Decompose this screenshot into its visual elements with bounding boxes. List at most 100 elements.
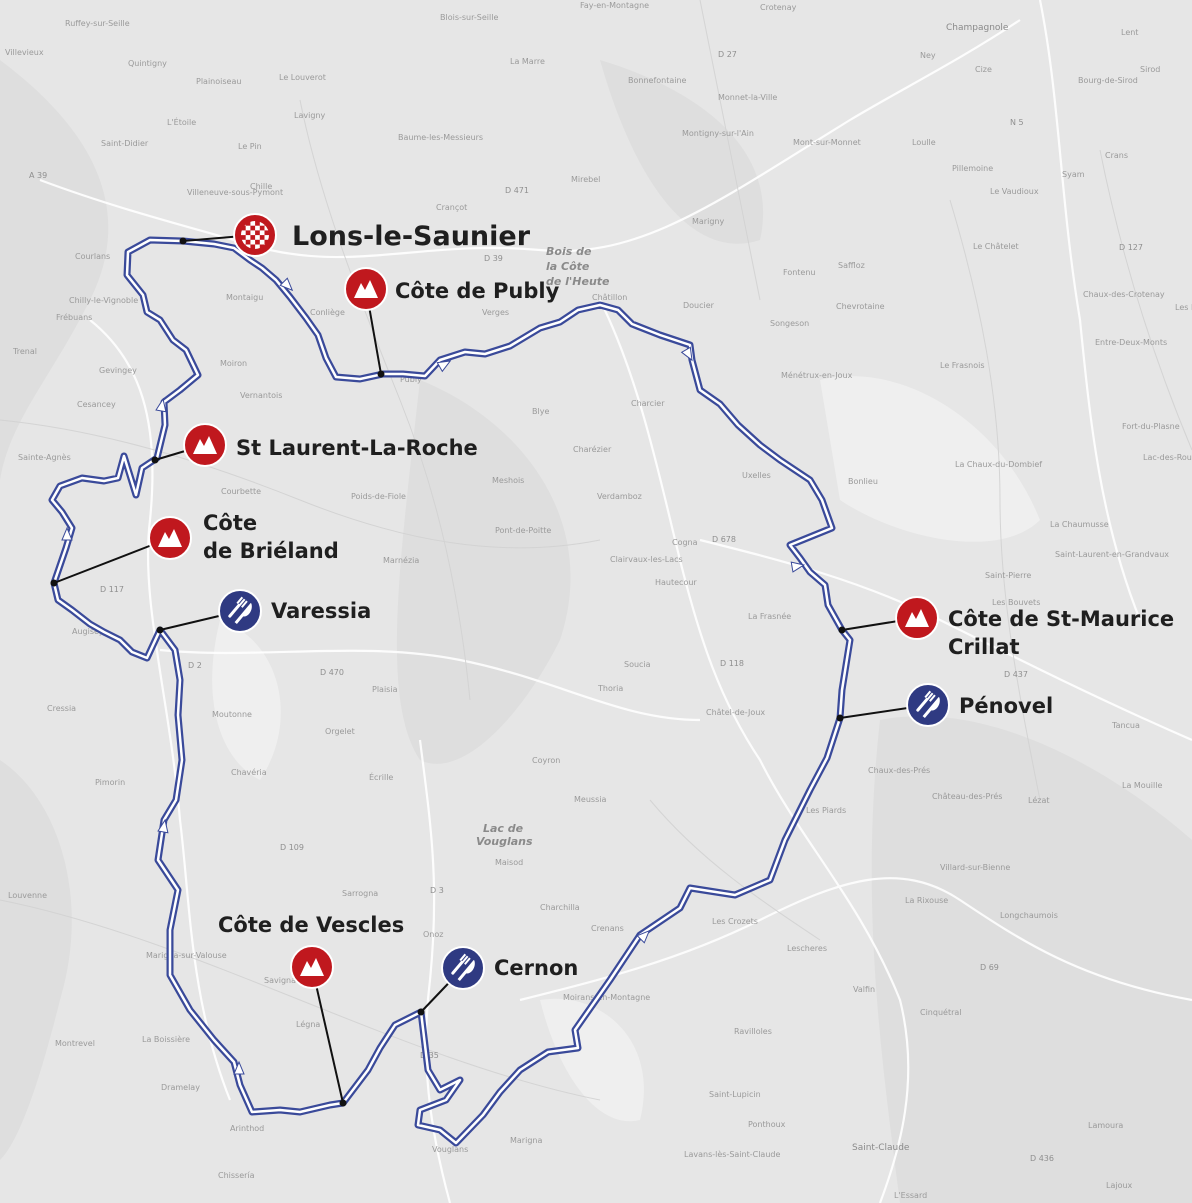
map-place-label: Courlans [75, 252, 110, 261]
direction-arrow-icon [279, 277, 294, 292]
poi-st-laurent-la-roche[interactable]: St Laurent-La-Roche [183, 423, 478, 467]
map-place-label: Trenal [12, 347, 37, 356]
map-place-label: Verges [482, 308, 509, 317]
start-finish-label: Lons-le-Saunier [292, 221, 531, 252]
mountain-icon [148, 516, 192, 560]
fork-knife-icon [218, 589, 262, 633]
map-place-label: Les Crozets [712, 917, 758, 926]
map-place-label: D 127 [1119, 243, 1143, 252]
map-place-label: de l'Heute [546, 275, 610, 288]
poi-penovel[interactable]: Pénovel [906, 683, 1053, 727]
map-place-label: Lézat [1028, 795, 1049, 805]
map-place-label: Blois-sur-Seille [440, 13, 498, 22]
map-place-label: Frébuans [56, 312, 92, 322]
map-place-label: Châtel-de-Joux [706, 708, 765, 717]
map-place-label: D 39 [484, 254, 503, 263]
map-place-label: Légna [296, 1019, 320, 1029]
poi-cernon[interactable]: Cernon [441, 946, 578, 990]
map-place-label: La Mouille [1122, 781, 1162, 790]
route[interactable] [48, 236, 854, 1147]
map-place-label: Songeson [770, 319, 809, 328]
map-place-label: Le Frasnois [940, 361, 985, 370]
map-place-label: Le Vaudioux [990, 187, 1039, 196]
route-inner-line [50, 238, 852, 1145]
map-place-label: Marigna [510, 1136, 542, 1145]
map-place-label: D 437 [1004, 670, 1028, 679]
map-place-label: Montrevel [55, 1039, 95, 1048]
map-place-label: Chaux-des-Prés [868, 765, 930, 775]
start-finish-marker[interactable]: Lons-le-Saunier [233, 213, 531, 257]
route-anchor-dot [179, 237, 187, 245]
map-place-label: Lent [1121, 28, 1138, 37]
map-place-label: Le Châtelet [973, 242, 1019, 251]
map-place-label: Valfin [853, 985, 875, 994]
map-place-label: Clairvaux-les-Lacs [610, 555, 683, 564]
map-place-label: Augisey [72, 627, 104, 636]
map-place-label: Bois de [546, 245, 592, 258]
map-place-label: Écrille [369, 771, 393, 782]
map-place-label: L'Essard [894, 1191, 927, 1200]
map-place-label: Lescheres [787, 944, 827, 953]
poi-cote-de-publy[interactable]: Côte de Publy [344, 267, 560, 311]
map-place-label: Ney [920, 51, 936, 60]
poi-label: de Briéland [203, 539, 339, 563]
map-place-label: Meshois [492, 476, 524, 485]
map-place-label: Coyron [532, 756, 560, 765]
poi-label: Crillat [948, 635, 1020, 659]
map-place-label: Chevrotaine [836, 302, 885, 311]
map-place-label: Louvenne [8, 891, 47, 900]
map-place-label: Uxelles [742, 471, 771, 480]
map-place-label: Ponthoux [748, 1120, 786, 1129]
map-place-label: D 3 [430, 886, 444, 895]
map-place-label: Crans [1105, 151, 1128, 160]
map-place-label: Tancua [1111, 721, 1140, 730]
map-place-label: Les Planches [1175, 303, 1192, 312]
map-place-label: Crotenay [760, 3, 797, 12]
map-place-label: Fay-en-Montagne [580, 1, 649, 10]
map-place-label: Mirebel [571, 175, 600, 184]
map-place-label: Chissería [218, 1171, 255, 1180]
map-place-label: Ravilloles [734, 1027, 772, 1036]
map-place-label: Le Louverot [279, 73, 326, 82]
map-place-label: Châtillon [592, 293, 627, 302]
map-place-label: D 470 [320, 668, 344, 677]
direction-arrow-icon [61, 526, 73, 541]
map-place-label: Les Piards [806, 806, 846, 815]
route-anchor-dot [156, 626, 164, 634]
map-place-label: Courbette [221, 487, 261, 496]
map-place-label: Lac-des-Rouges-Truites [1143, 453, 1192, 462]
poi-varessia[interactable]: Varessia [218, 589, 371, 633]
route-anchor-dot [417, 1008, 425, 1016]
poi-label: Côte de Vescles [218, 913, 404, 937]
map-place-label: Sainte-Agnès [18, 452, 71, 462]
map-place-label: Fontenu [783, 268, 815, 277]
map-place-label: Chavéria [231, 767, 267, 777]
map-place-label: Plainoiseau [196, 77, 241, 86]
poi-label: Cernon [494, 956, 578, 980]
map-place-label: Saint-Lupicin [709, 1090, 761, 1099]
map-place-label: Le Pin [238, 142, 262, 151]
map-place-label: Baume-les-Messieurs [398, 133, 483, 142]
map-place-label: Cogna [672, 538, 698, 547]
map-place-label: Moirans-en-Montagne [563, 993, 650, 1002]
map-place-label: D 2 [188, 661, 202, 670]
map-place-label: Lavigny [294, 111, 325, 120]
map-place-label: D 436 [1030, 1154, 1054, 1163]
map-place-label: Château-des-Prés [932, 791, 1002, 801]
map-place-label: Marnézia [383, 555, 419, 565]
map-place-label: Sirod [1140, 65, 1160, 74]
map-place-label: Syam [1062, 170, 1085, 179]
map-place-label: Saint-Pierre [985, 571, 1031, 580]
map-place-label: Vouglans [432, 1145, 468, 1154]
map-place-label: Charézier [573, 444, 612, 454]
map-place-label: Vernantois [240, 391, 282, 400]
map-place-label: La Frasnée [748, 611, 791, 621]
poi-label: St Laurent-La-Roche [236, 436, 478, 460]
poi-cote-de-vescles[interactable]: Côte de Vescles [218, 913, 404, 989]
map-place-label: D 27 [718, 50, 737, 59]
map-place-label: Meussia [574, 795, 606, 804]
